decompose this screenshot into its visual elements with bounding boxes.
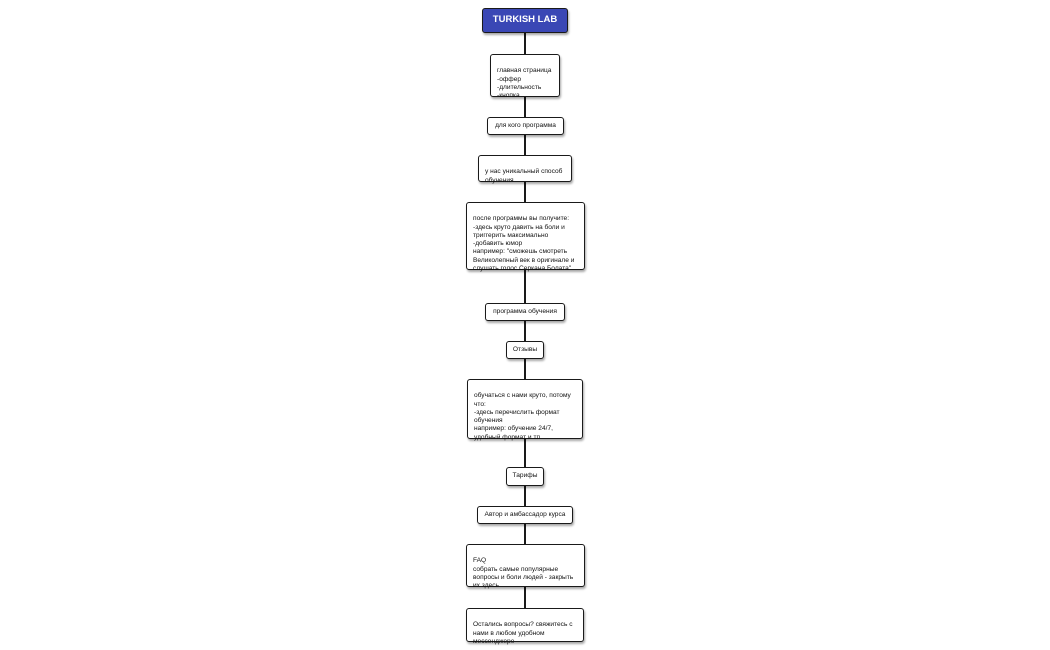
node-why-us[interactable]: обучаться с нами круто, потому что: -зде… <box>467 379 583 441</box>
node-unique-method[interactable]: у нас уникальный способ обучения <box>478 155 572 184</box>
node-label: после программы вы получите: -здесь крут… <box>473 215 575 273</box>
node-label: главная страница -оффер -длительность -к… <box>497 67 552 100</box>
node-label: обучаться с нами круто, потому что: -зде… <box>474 392 571 441</box>
node-program[interactable]: программа обучения <box>485 303 565 321</box>
node-label: Автор и амбассадор курса <box>484 510 566 518</box>
title-label: TURKISH LAB <box>492 14 558 26</box>
node-after-program[interactable]: после программы вы получите: -здесь крут… <box>466 202 585 273</box>
title-node[interactable]: TURKISH LAB <box>482 8 568 33</box>
node-label: у нас уникальный способ обучения <box>485 168 563 184</box>
connector-line <box>524 32 526 642</box>
node-faq[interactable]: FAQ собрать самые популярные вопросы и б… <box>466 544 585 590</box>
node-reviews[interactable]: Отзывы <box>506 341 544 359</box>
node-label: Отзывы <box>512 345 538 353</box>
node-main-page[interactable]: главная страница -оффер -длительность -к… <box>490 54 560 100</box>
node-author[interactable]: Автор и амбассадор курса <box>477 506 573 524</box>
node-for-whom[interactable]: для кого программа <box>487 117 564 135</box>
node-tariffs[interactable]: Тарифы <box>506 467 544 486</box>
node-label: для кого программа <box>495 121 556 129</box>
node-label: Остались вопросы? свяжитесь с нами в люб… <box>473 621 573 645</box>
node-label: программа обучения <box>493 307 557 315</box>
node-label: FAQ собрать самые популярные вопросы и б… <box>473 557 574 590</box>
node-label: Тарифы <box>512 472 538 480</box>
node-contact[interactable]: Остались вопросы? свяжитесь с нами в люб… <box>466 608 584 645</box>
